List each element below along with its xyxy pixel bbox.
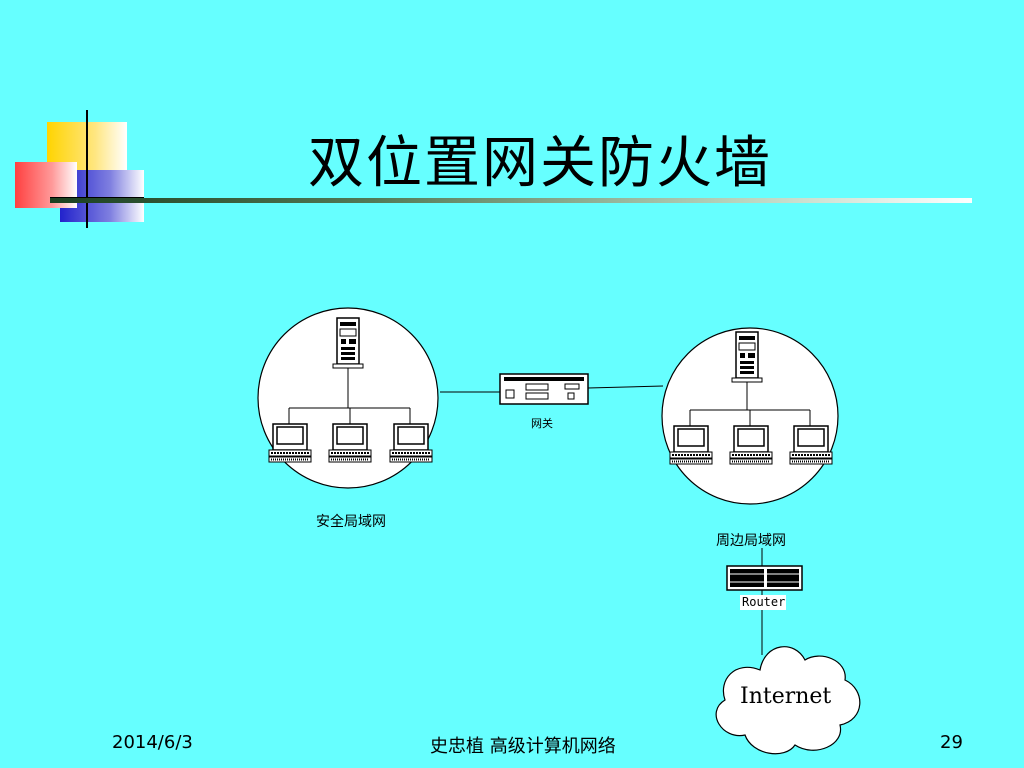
footer-author-course: 史忠植 高级计算机网络 — [430, 736, 616, 757]
gateway-label: 网关 — [531, 417, 553, 430]
perimeter-lan-pc-icon — [729, 425, 773, 465]
perimeter-lan-pc-icon — [789, 425, 833, 465]
internet-cloud-icon — [715, 646, 861, 755]
gateway-device-icon — [499, 373, 589, 405]
secure-lan-server-icon — [332, 317, 364, 369]
footer-page-number: 29 — [940, 732, 963, 753]
corner-decoration — [15, 110, 144, 228]
title-underline — [50, 198, 972, 203]
router-label: Router — [742, 595, 786, 609]
secure-lan-pc-icon — [328, 423, 372, 463]
slide-title: 双位置网关防火墙 — [308, 131, 772, 196]
secure-lan-pc-icon — [389, 423, 433, 463]
perimeter-lan-pc-icon — [669, 425, 713, 465]
footer-date: 2014/6/3 — [112, 732, 193, 753]
perimeter-lan-server-icon — [731, 331, 763, 383]
perimeter-lan-label: 周边局域网 — [716, 533, 786, 549]
router-icon — [726, 565, 803, 591]
secure-lan-label: 安全局域网 — [316, 514, 386, 530]
secure-lan-pc-icon — [268, 423, 312, 463]
internet-label: Internet — [740, 684, 832, 709]
